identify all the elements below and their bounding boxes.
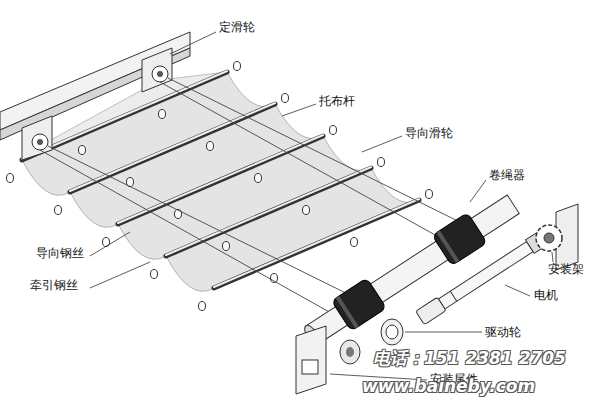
guide-pulley <box>207 142 214 151</box>
guide-pulley <box>351 238 358 247</box>
watermark: 电话：151 2381 2705 <box>373 348 566 368</box>
guide-pulley <box>330 126 337 135</box>
part-label: 卷绳器 <box>489 168 525 182</box>
watermark: www.baineby.com <box>362 376 535 396</box>
fixed-pulley-left <box>22 116 52 160</box>
leader-lines <box>90 32 553 380</box>
fabric-rod <box>22 72 227 160</box>
fabric-rod <box>166 168 371 256</box>
fabric-panel <box>22 72 227 160</box>
fabric-rod-highlight <box>166 167 371 255</box>
part-label: 定滑轮 <box>219 20 255 34</box>
drive-wheel <box>381 319 403 345</box>
guide-pulley <box>234 62 241 71</box>
part-label: 牵引钢丝 <box>30 278 78 292</box>
part-label: 导向滑轮 <box>405 126 453 140</box>
part-label: 电机 <box>534 288 558 302</box>
rope-winder <box>332 213 487 331</box>
guide-pulley <box>151 270 158 279</box>
fabric-rod-highlight <box>70 103 275 191</box>
guide-pulley <box>159 110 166 119</box>
wall-plate <box>0 32 190 130</box>
fabric-rod-highlight <box>22 71 227 159</box>
part-label: 驱动轮 <box>485 325 521 339</box>
part-label: 导向钢丝 <box>36 246 84 260</box>
part-label: 托布杆 <box>319 94 355 108</box>
guide-pulley <box>303 206 310 215</box>
guide-pulley <box>79 146 86 155</box>
motor <box>416 232 546 324</box>
guide-pulley <box>7 174 14 183</box>
rod-group <box>7 62 433 311</box>
guide-pulley <box>426 190 433 199</box>
guide-pulley <box>199 302 206 311</box>
guide-pulley <box>255 174 262 183</box>
guide-pulley <box>378 158 385 167</box>
guide-pulley <box>282 94 289 103</box>
mounting-bracket <box>536 204 578 270</box>
part-label: 安装架 <box>548 262 584 276</box>
tail-piece <box>296 326 360 394</box>
guide-pulley <box>175 210 182 219</box>
fabric-rod-highlight <box>118 135 323 223</box>
guide-pulley <box>55 206 62 215</box>
fabric-rod <box>70 104 275 192</box>
guide-pulley <box>223 242 230 251</box>
fixed-pulley-right <box>142 48 172 92</box>
